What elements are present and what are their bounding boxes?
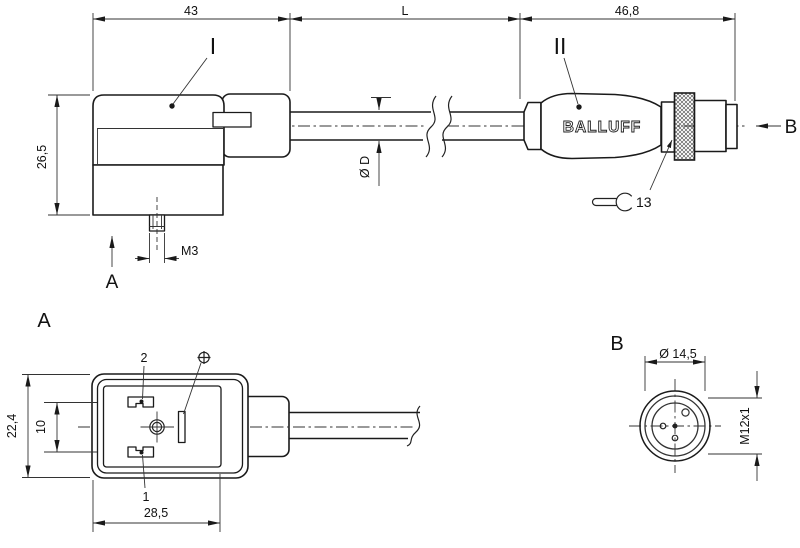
dimension-m12x1: M12x1 [708,371,762,481]
connector-tip [725,103,738,150]
dimension-cable-diameter: Ø D [358,97,391,186]
wrench-flat-section [660,101,676,153]
break-symbol [441,95,453,158]
pin-1-label: 1 [143,490,150,504]
wrench-size-callout: 13 [591,139,673,212]
dimension-22-4: 22,4 [5,374,90,478]
label-I: I [210,33,216,59]
pin [659,422,667,430]
body-seam [97,128,224,164]
leader-dot [139,450,144,455]
valve-connector-side [92,93,291,252]
latch-tab [212,111,252,128]
dimension-chain-top: 43 L 46,8 [92,4,736,101]
dimension-m3: M3 [135,233,198,263]
leader-dot [139,399,144,404]
leader-dot [169,103,175,109]
view-arrow-b: B [756,117,797,138]
dim-cable-diameter: Ø D [358,156,372,178]
dim-43: 43 [184,4,198,18]
pin-2-callout: 2 [139,351,148,404]
cable [289,95,524,158]
pin-1-callout: 1 [139,450,150,504]
dim-28-5: 28,5 [144,506,168,520]
circular-view-b: B Ø 14,5 M12x1 [610,333,762,481]
break-symbol [425,95,437,158]
view-b-title: B [610,333,623,355]
dim-22-4: 22,4 [5,414,19,438]
label-II: II [554,33,567,59]
dim-14-5: Ø 14,5 [659,347,697,361]
dimension-28-5: 28,5 [92,474,221,532]
dimension-26-5: 26,5 [35,94,90,216]
earth-icon [197,351,211,364]
wrench-size-label: 13 [636,194,652,210]
center-screw [140,411,174,443]
pin-2-label: 2 [141,351,148,365]
dim-m3: M3 [181,244,198,258]
view-arrow-a: A [106,236,119,293]
earth-terminal-callout [183,351,211,415]
m3-stud [148,197,166,252]
dimension-10: 10 [34,402,97,453]
pin [671,434,679,442]
pin-center [672,423,678,429]
thread-cylinder [693,99,727,153]
view-arrow-b-label: B [785,117,798,138]
view-arrow-a-label: A [106,272,119,293]
knurled-ring [673,92,696,161]
dim-46-8: 46,8 [615,4,639,18]
connector-base [92,164,224,216]
strain-relief-flange [523,101,542,151]
plug-face [102,385,222,468]
dim-26-5: 26,5 [35,145,49,169]
m12-connector-side: BALLUFF [523,92,738,161]
dim-10: 10 [34,420,48,434]
earth-slot [177,410,186,444]
view-a-title: A [37,310,51,332]
dim-L: L [402,4,409,18]
break-symbol [406,405,421,447]
dimension-14-5: Ø 14,5 [644,347,706,391]
balluff-logo: BALLUFF [563,119,641,136]
m12-face [639,390,711,462]
side-view: BALLUFF 43 L 46,8 26,5 Ø D [35,4,797,293]
dim-m12x1: M12x1 [738,407,752,445]
leader-dot [576,104,582,110]
wrench-icon [591,192,633,212]
part-label-2: II [554,33,582,110]
connector-cover [92,94,225,166]
part-label-1: I [169,33,216,109]
front-view-a: A 2 [5,310,421,532]
keyway-notch [681,408,690,417]
